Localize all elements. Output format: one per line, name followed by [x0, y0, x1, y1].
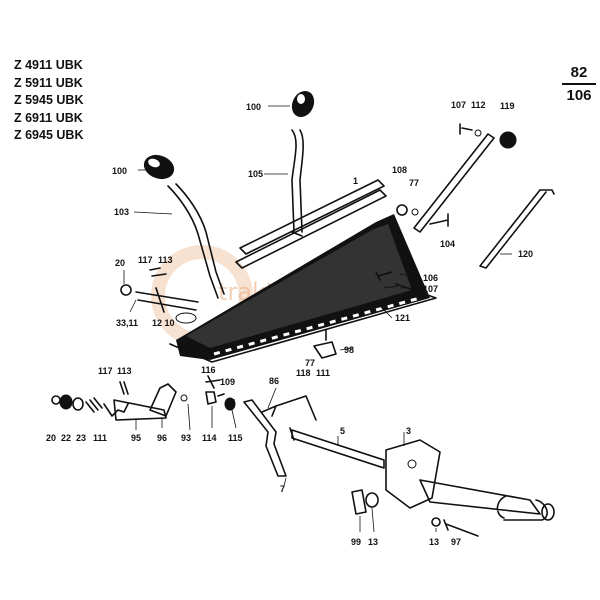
model-item: Z 4911 UBK — [14, 58, 83, 72]
washer-13b — [431, 517, 441, 527]
page-divider — [562, 83, 596, 85]
shaft-5 — [289, 427, 385, 469]
lever-103 — [167, 183, 225, 299]
pin-117 — [149, 267, 167, 277]
screw-106 — [375, 271, 393, 281]
callout-95: 95 — [131, 433, 141, 443]
callout-111: 111 — [93, 433, 107, 443]
knob-100-left — [143, 154, 175, 180]
callout-108: 108 — [392, 165, 407, 175]
model-list: Z 4911 UBK Z 5911 UBK Z 5945 UBK Z 6911 … — [14, 57, 83, 145]
bracket-98 — [313, 329, 337, 359]
arm-7 — [243, 399, 287, 477]
callout-100: 100 — [112, 166, 127, 176]
page-current: 82 — [570, 64, 588, 81]
callout-22: 22 — [61, 433, 71, 443]
callout-109: 109 — [220, 377, 235, 387]
bracket-86 — [261, 395, 317, 421]
callout-13: 13 — [429, 537, 439, 547]
callout-77: 77 — [305, 358, 315, 368]
callout-93: 93 — [181, 433, 191, 443]
callout-20: 20 — [46, 433, 56, 443]
callout-99: 99 — [351, 537, 361, 547]
cap-119 — [499, 131, 517, 149]
model-item: Z 5945 UBK — [14, 93, 84, 107]
leader-lines — [123, 105, 512, 533]
knob-100-top — [291, 90, 315, 118]
callout-112: 112 — [471, 100, 486, 110]
callout-77: 77 — [409, 178, 419, 188]
rod-120 — [479, 189, 555, 269]
callout-104: 104 — [440, 239, 455, 249]
washer-20 — [120, 284, 132, 296]
pin-99 — [351, 489, 367, 515]
callout-121: 121 — [395, 313, 410, 323]
callout-20: 20 — [115, 258, 125, 268]
callout-98: 98 — [344, 345, 354, 355]
bracket-121 — [169, 214, 437, 363]
model-item: Z 5911 UBK — [14, 75, 83, 90]
callout-103: 103 — [114, 207, 129, 217]
callout-23: 23 — [76, 433, 86, 443]
callout-119: 119 — [500, 101, 515, 111]
model-item: Z 6911 UBK — [14, 110, 83, 125]
callout-105: 105 — [248, 169, 263, 179]
callout-labels: 100 100 105 103 1 107 112 119 108 77 104… — [46, 100, 533, 547]
callout-115: 115 — [228, 433, 243, 443]
shaft-33 — [135, 287, 199, 313]
callout-113: 113 — [117, 366, 132, 376]
callout-111: 111 — [316, 368, 330, 378]
callout-7: 7 — [280, 484, 285, 494]
page-number: 82 106 — [562, 64, 596, 104]
callout-33-11: 33,11 — [116, 318, 138, 328]
washer-112 — [474, 129, 482, 137]
callout-12-10: 12 10 — [152, 318, 175, 328]
washer-108 — [396, 204, 408, 216]
callout-5: 5 — [340, 426, 345, 436]
shaft-12 — [175, 312, 197, 324]
callout-86: 86 — [269, 376, 279, 386]
callout-116: 116 — [201, 365, 216, 375]
screw-107 — [383, 285, 399, 289]
callout-117: 117 — [138, 255, 153, 265]
model-item: Z 6945 UBK — [14, 128, 84, 142]
callout-97: 97 — [451, 537, 461, 547]
callout-13: 13 — [368, 537, 378, 547]
callout-114: 114 — [202, 433, 217, 443]
bolt-107 — [459, 123, 473, 135]
callout-117: 117 — [98, 366, 113, 376]
callout-107: 107 — [451, 100, 466, 110]
callout-3: 3 — [406, 426, 411, 436]
washer-13a — [365, 492, 379, 508]
housing-3 — [385, 439, 555, 521]
callout-100: 100 — [246, 102, 261, 112]
lever-right-1 — [413, 133, 495, 233]
guide-plate-1 — [235, 179, 387, 269]
callout-106: 106 — [423, 273, 438, 283]
linkage-bottom-left — [51, 375, 236, 421]
callout-96: 96 — [157, 433, 167, 443]
bolt-97 — [443, 519, 479, 537]
callout-107: 107 — [423, 284, 438, 294]
page-total: 106 — [566, 87, 592, 104]
bolt-104 — [429, 213, 449, 227]
callout-1: 1 — [353, 176, 358, 186]
pin-77 — [411, 208, 419, 216]
callout-113: 113 — [158, 255, 173, 265]
callout-120: 120 — [518, 249, 533, 259]
callout-118: 118 — [296, 368, 311, 378]
